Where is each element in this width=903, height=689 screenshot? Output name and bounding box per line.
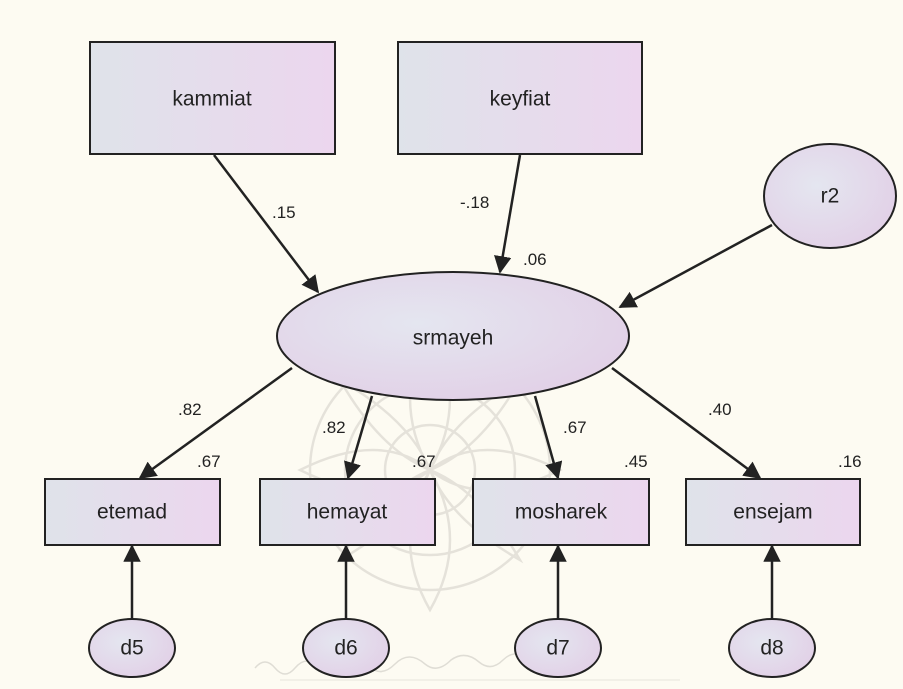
node-etemad-label: etemad — [97, 501, 167, 524]
node-keyfiat[interactable]: keyfiat — [397, 41, 643, 155]
path-keyfiat-srmayeh — [494, 154, 522, 274]
node-srmayeh-label: srmayeh — [413, 327, 494, 350]
coef-srmayeh-etemad: .82 — [178, 400, 202, 419]
node-hemayat-label: hemayat — [307, 501, 388, 524]
node-ensejam[interactable]: ensejam — [685, 478, 861, 546]
node-d6[interactable]: d6 — [302, 618, 390, 678]
node-r2[interactable]: r2 — [763, 143, 897, 249]
node-moshareke-label: mosharek — [515, 501, 608, 524]
node-keyfiat-label: keyfiat — [490, 88, 551, 111]
path-kammiat-srmayeh — [213, 154, 320, 294]
node-srmayeh[interactable]: srmayeh — [276, 271, 630, 401]
coef-kammiat-srmayeh: .15 — [272, 203, 296, 222]
coef-srmayeh-moshareke: .67 — [563, 418, 587, 437]
path-srmayeh-ensejam — [611, 366, 762, 480]
node-moshareke[interactable]: mosharek — [472, 478, 650, 546]
r2-srmayeh: .06 — [523, 250, 547, 269]
node-etemad[interactable]: etemad — [44, 478, 221, 546]
path-r2-srmayeh — [618, 223, 773, 309]
path-srmayeh-etemad — [138, 366, 293, 480]
node-kammiat-label: kammiat — [172, 88, 252, 111]
node-d6-label: d6 — [334, 637, 357, 660]
node-d7-label: d7 — [546, 637, 569, 660]
node-hemayat[interactable]: hemayat — [259, 478, 436, 546]
path-srmayeh-hemayat — [344, 395, 374, 480]
coef-srmayeh-ensejam: .40 — [708, 400, 732, 419]
r2-ensejam: .16 — [838, 452, 862, 471]
node-d5[interactable]: d5 — [88, 618, 176, 678]
node-d8[interactable]: d8 — [728, 618, 816, 678]
node-kammiat[interactable]: kammiat — [89, 41, 336, 155]
node-d8-label: d8 — [760, 637, 783, 660]
r2-hemayat: .67 — [412, 452, 436, 471]
coef-keyfiat-srmayeh: -.18 — [460, 193, 489, 212]
r2-etemad: .67 — [197, 452, 221, 471]
node-r2-label: r2 — [821, 185, 840, 208]
r2-moshareke: .45 — [624, 452, 648, 471]
node-d5-label: d5 — [120, 637, 143, 660]
node-ensejam-label: ensejam — [733, 501, 812, 524]
node-d7[interactable]: d7 — [514, 618, 602, 678]
coef-srmayeh-hemayat: .82 — [322, 418, 346, 437]
path-srmayeh-moshareke — [533, 395, 563, 480]
